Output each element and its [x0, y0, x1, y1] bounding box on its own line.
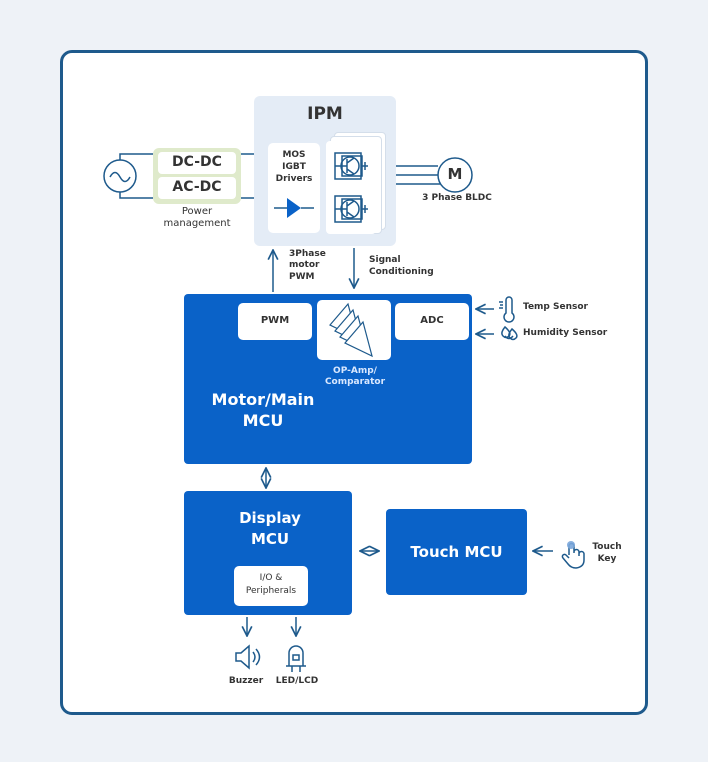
dc-dc-label: DC-DC	[172, 154, 222, 170]
touch-mcu-block	[386, 509, 527, 595]
io-label-1: I/O &	[259, 573, 283, 583]
motor-symbol: M	[447, 165, 463, 183]
signal-arrow-label-1: Signal	[369, 255, 401, 265]
power-caption-1: Power	[181, 206, 213, 217]
ac-dc-box	[158, 177, 236, 199]
drivers-card	[268, 143, 320, 233]
pwm-module-label: PWM	[260, 315, 290, 326]
drivers-label-2: IGBT	[282, 162, 306, 172]
dc-dc-box	[158, 152, 236, 174]
signal-arrow-label-2: Conditioning	[369, 266, 434, 277]
opamp-label-1: OP-Amp/	[333, 366, 377, 376]
humidity-icon	[501, 325, 518, 341]
pwm-arrow-label-2: motor	[289, 260, 320, 271]
adc-module	[395, 303, 469, 340]
io-label-2: Peripherals	[245, 586, 297, 596]
touch-point	[567, 541, 575, 549]
temp-sensor-label: Temp Sensor	[523, 302, 588, 312]
transistor-icon-top	[334, 152, 368, 180]
main-mcu-title-2: MCU	[242, 411, 284, 430]
touch-key-label-2: Key	[597, 554, 617, 564]
drivers-label-3: Drivers	[275, 174, 313, 184]
power-caption-2: management	[163, 218, 231, 229]
buzzer-label: Buzzer	[228, 676, 264, 686]
adc-module-label: ADC	[420, 315, 444, 326]
thermometer-icon	[499, 296, 515, 323]
led-lcd-label: LED/LCD	[275, 676, 319, 686]
ipm-to-motor-lines	[396, 165, 440, 185]
led-icon	[286, 645, 306, 672]
transistor-icon-bottom	[334, 195, 368, 223]
drivers-label-1: MOS	[282, 150, 306, 160]
pwm-module	[238, 303, 312, 340]
opamp-icon	[329, 302, 373, 358]
display-mcu-title-1: Display	[239, 509, 301, 527]
motor-caption: 3 Phase BLDC	[422, 193, 492, 203]
motor-icon	[437, 157, 473, 193]
opamp-label-2: Comparator	[324, 377, 386, 387]
driver-triangle	[287, 198, 301, 218]
pwm-arrow-label-1: 3Phase	[289, 249, 326, 259]
touch-mcu-title: Touch MCU	[410, 543, 503, 561]
pwm-arrow-label: 3Phase motor PWM	[289, 249, 326, 283]
signal-arrow-label: Signal Conditioning	[369, 255, 434, 278]
ac-source-icon	[103, 153, 153, 199]
pwm-arrow-label-3: PWM	[289, 271, 315, 282]
ipm-title: IPM	[307, 104, 343, 124]
main-mcu-title-1: Motor/Main	[211, 390, 315, 409]
ac-dc-label: AC-DC	[172, 179, 222, 195]
display-mcu-title-2: MCU	[250, 530, 290, 548]
humidity-sensor-label: Humidity Sensor	[523, 328, 608, 338]
touch-key-label-1: Touch	[592, 542, 622, 552]
io-peripherals-module	[234, 566, 308, 606]
speaker-icon	[235, 644, 261, 670]
